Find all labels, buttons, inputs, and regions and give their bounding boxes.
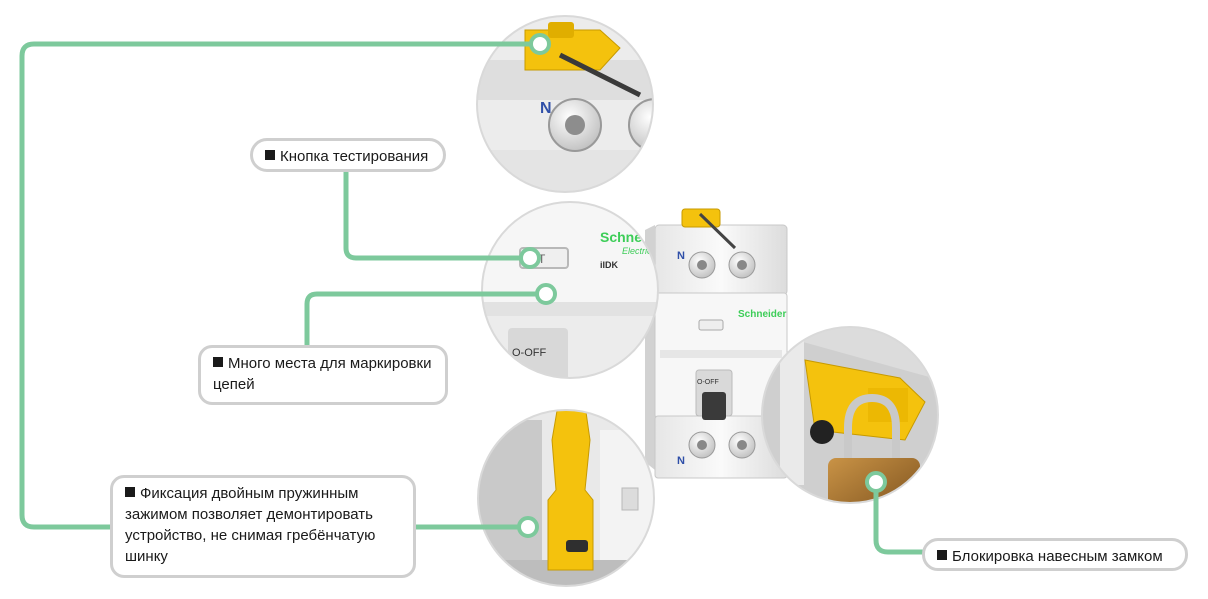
callout-marking-space-text: Много места для маркировки цепей (213, 355, 432, 393)
device-neutral-label-bottom: N (677, 455, 685, 467)
connector-test-button (343, 169, 531, 261)
device-off-label: O-OFF (697, 379, 719, 386)
connector-dot-icon (517, 516, 539, 538)
bullet-square-icon (937, 550, 947, 560)
callout-spring-clip-text: Фиксация двойным пружинным зажимом позво… (125, 485, 376, 565)
device-brand-label: Schneider (738, 309, 786, 320)
callout-test-button: Кнопка тестирования (250, 138, 446, 172)
bullet-square-icon (265, 150, 275, 160)
zoom-top-neutral-label: N (540, 100, 552, 117)
main-device: N Schneider O-OFF N (645, 208, 788, 479)
callout-marking-space: Много места для маркировки цепей (198, 345, 448, 405)
connector-marking (304, 291, 549, 348)
bullet-square-icon (125, 487, 135, 497)
connector-dot-icon (865, 471, 887, 493)
zoom-circle-padlock (761, 326, 939, 504)
zoom-circle-top-clip: N (476, 15, 654, 193)
device-top-clip (681, 208, 721, 228)
zoom-mid-off-label: O-OFF (512, 347, 546, 359)
zoom-mid-brand-sub: Electric (622, 246, 652, 256)
callout-test-button-text: Кнопка тестирования (280, 148, 429, 165)
connector-dot-icon (535, 283, 557, 305)
device-toggle (702, 392, 726, 420)
device-marking-strip (660, 350, 782, 358)
device-neutral-label-top: N (677, 250, 685, 262)
connector-dot-icon (529, 33, 551, 55)
zoom-circle-test-button: T Schneider Electric iIDK O-OFF (481, 201, 659, 379)
connectors (19, 41, 925, 555)
connector-dots (517, 33, 887, 538)
connector-clip-loop (19, 41, 541, 530)
device-test-button (698, 319, 724, 331)
callout-padlock: Блокировка навесным замком (922, 538, 1188, 571)
zoom-circle-spring-clip (477, 409, 655, 587)
zoom-mid-model: iIDK (600, 260, 619, 270)
callout-spring-clip: Фиксация двойным пружинным зажимом позво… (110, 475, 416, 578)
bullet-square-icon (213, 357, 223, 367)
svg-text:T: T (538, 252, 546, 266)
callout-padlock-text: Блокировка навесным замком (952, 548, 1163, 565)
connector-dot-icon (519, 247, 541, 269)
connector-padlock (873, 479, 925, 555)
